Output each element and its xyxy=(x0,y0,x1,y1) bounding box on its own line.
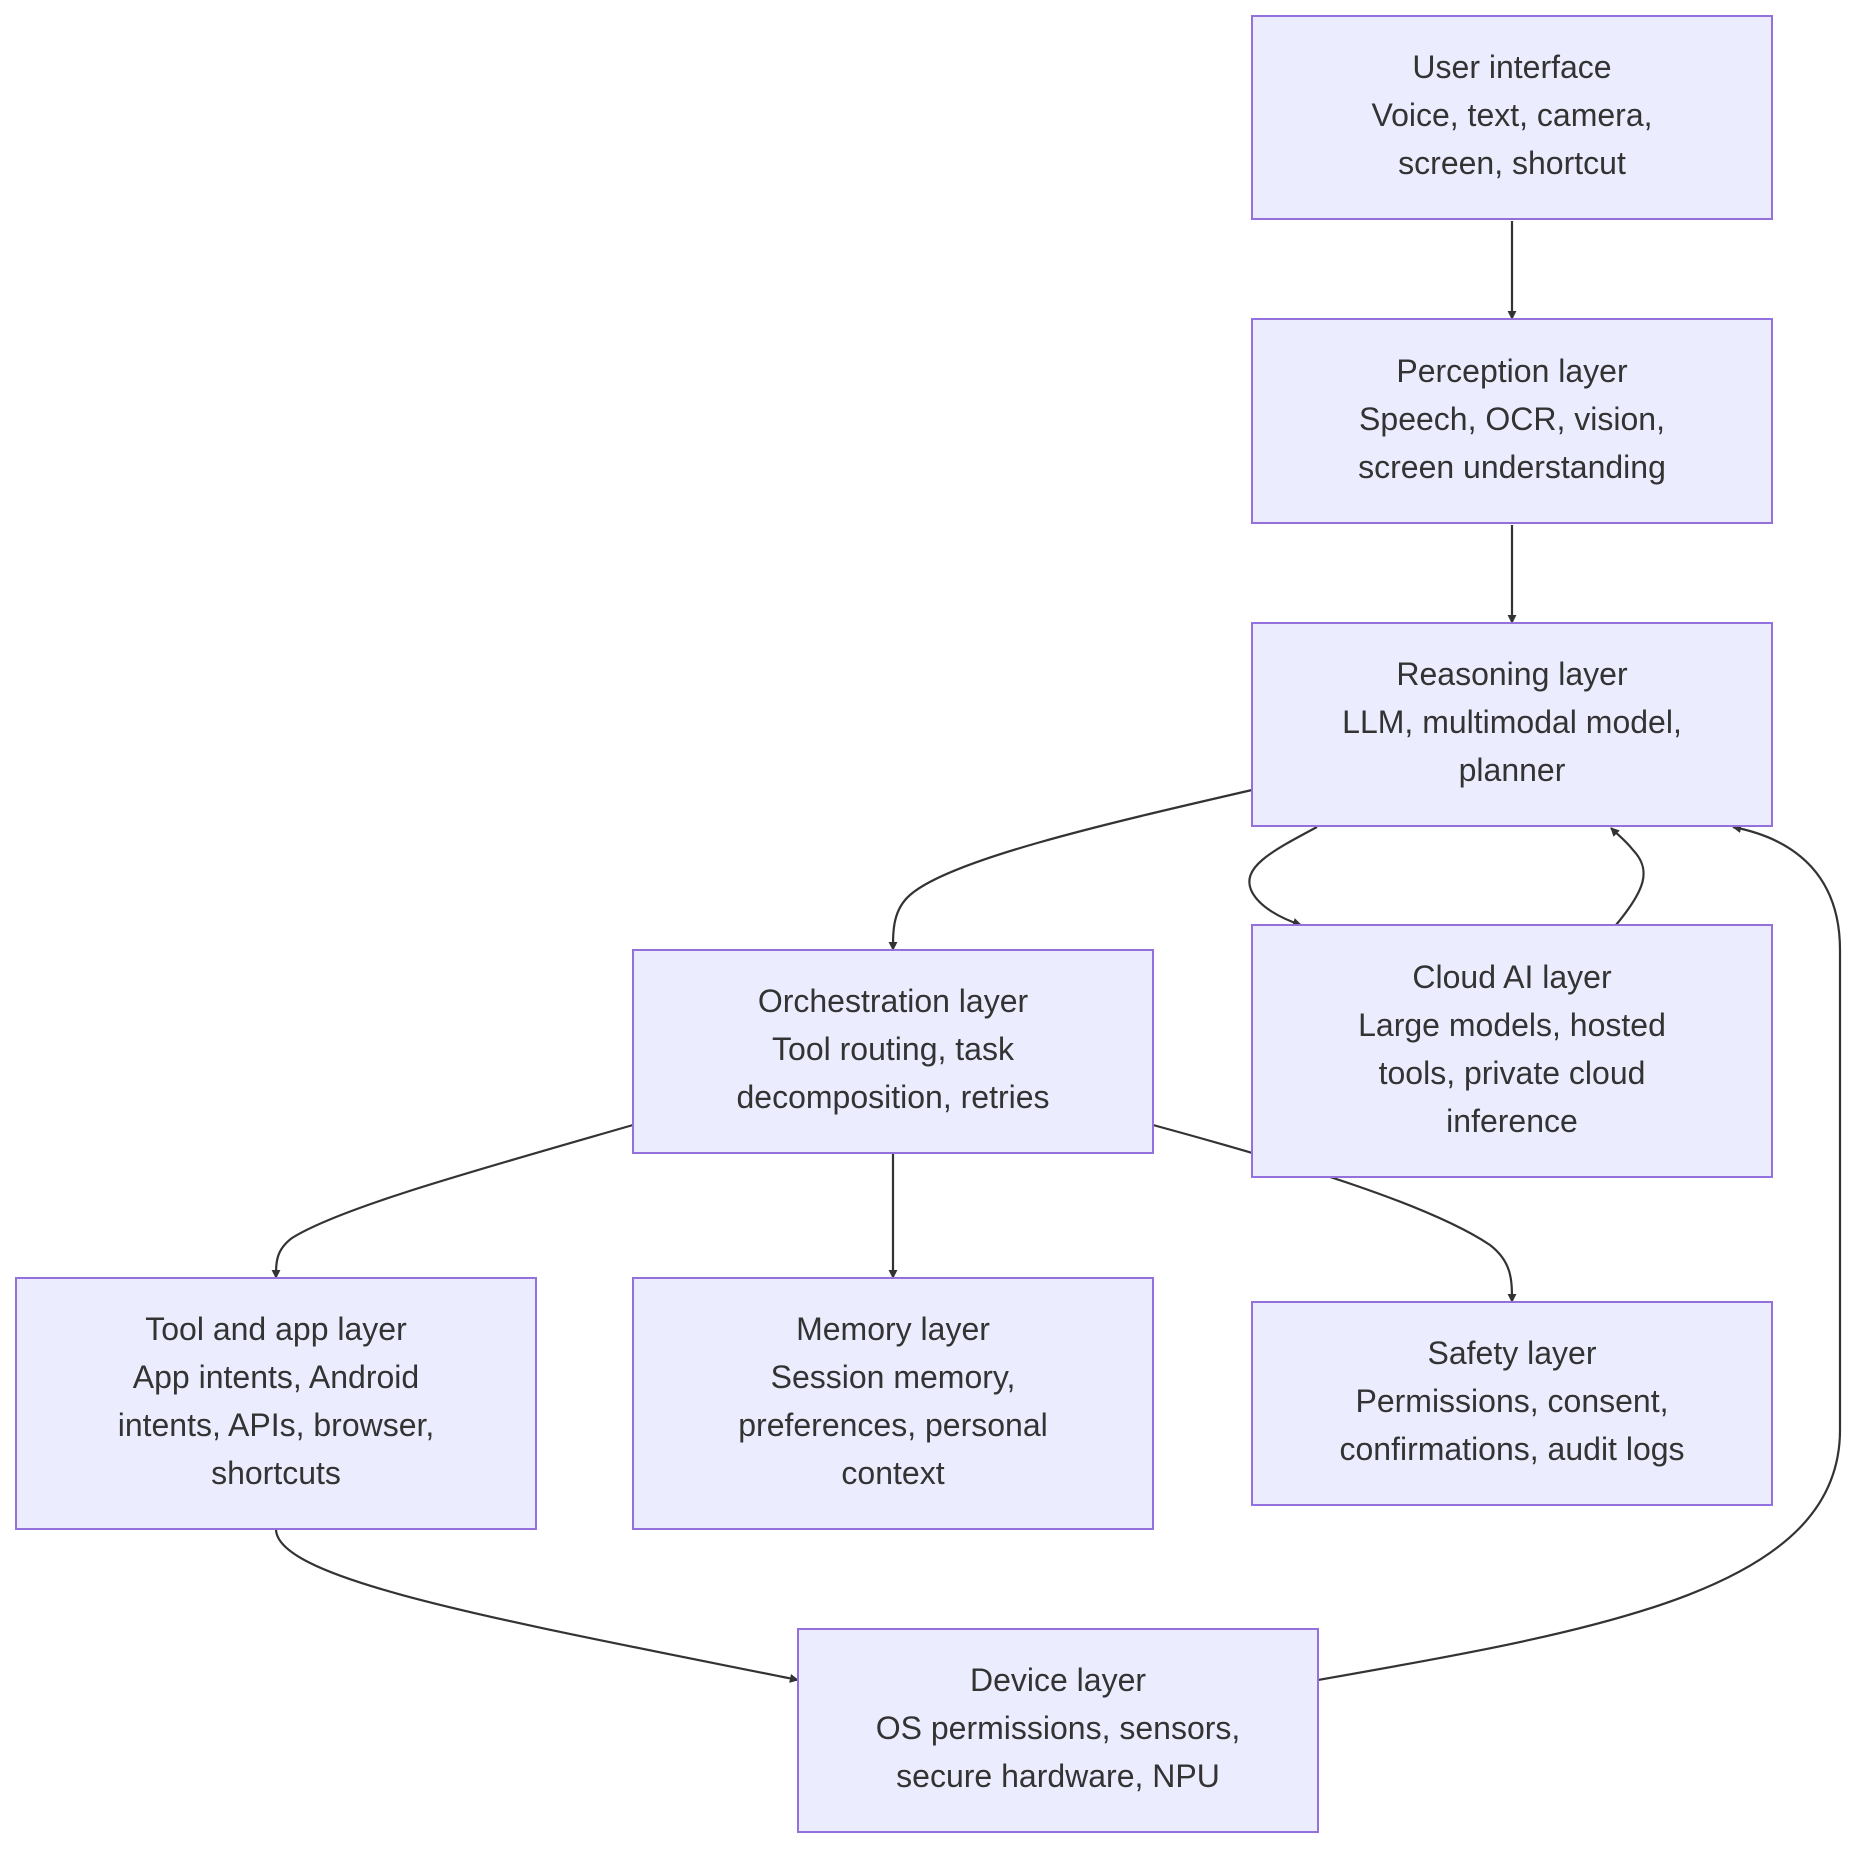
node-user-interface: User interface Voice, text, camera, scre… xyxy=(1251,15,1773,220)
node-detail: inference xyxy=(1446,1103,1578,1139)
edge-cloud-to-reasoning xyxy=(1610,827,1645,926)
node-detail: decomposition, retries xyxy=(736,1079,1049,1115)
node-detail: tools, private cloud xyxy=(1379,1055,1646,1091)
edge-reasoning-to-orchestration xyxy=(888,788,1253,951)
node-reasoning-layer: Reasoning layer LLM, multimodal model, p… xyxy=(1251,622,1773,827)
node-detail: intents, APIs, browser, xyxy=(118,1407,435,1443)
node-cloud-ai-layer: Cloud AI layer Large models, hosted tool… xyxy=(1251,924,1773,1178)
node-title: Cloud AI layer xyxy=(1412,959,1612,995)
node-tool-and-app-layer: Tool and app layer App intents, Android … xyxy=(15,1277,537,1530)
node-detail: screen, shortcut xyxy=(1398,145,1626,181)
node-detail: planner xyxy=(1459,752,1566,788)
node-detail: preferences, personal xyxy=(738,1407,1048,1443)
node-memory-layer: Memory layer Session memory, preferences… xyxy=(632,1277,1154,1530)
node-detail: confirmations, audit logs xyxy=(1339,1431,1684,1467)
node-title: Safety layer xyxy=(1428,1335,1597,1371)
node-title: Reasoning layer xyxy=(1396,656,1628,692)
node-detail: screen understanding xyxy=(1358,449,1666,485)
node-detail: shortcuts xyxy=(211,1455,341,1491)
edge-device-to-reasoning xyxy=(1317,824,1842,1682)
node-detail: Voice, text, camera, xyxy=(1371,97,1652,133)
node-detail: Speech, OCR, vision, xyxy=(1359,401,1665,437)
node-detail: Session memory, xyxy=(771,1359,1016,1395)
node-device-layer: Device layer OS permissions, sensors, se… xyxy=(797,1628,1319,1833)
node-title: Memory layer xyxy=(796,1311,990,1347)
edge-orchestration-to-tool xyxy=(271,1123,634,1279)
node-title: Orchestration layer xyxy=(758,983,1029,1019)
edge-orchestration-to-safety xyxy=(1152,1123,1517,1303)
edge-tool-to-device xyxy=(274,1528,799,1683)
node-detail: Tool routing, task xyxy=(772,1031,1015,1067)
node-perception-layer: Perception layer Speech, OCR, vision, sc… xyxy=(1251,318,1773,524)
edge-reasoning-to-cloud xyxy=(1248,826,1318,927)
node-detail: secure hardware, NPU xyxy=(896,1758,1220,1794)
node-title: Perception layer xyxy=(1396,353,1628,389)
node-detail: OS permissions, sensors, xyxy=(876,1710,1241,1746)
node-orchestration-layer: Orchestration layer Tool routing, task d… xyxy=(632,949,1154,1154)
node-title: Tool and app layer xyxy=(145,1311,407,1347)
node-detail: App intents, Android xyxy=(133,1359,419,1395)
edges xyxy=(271,221,1842,1683)
node-title: User interface xyxy=(1412,49,1611,85)
node-detail: LLM, multimodal model, xyxy=(1342,704,1682,740)
node-detail: Permissions, consent, xyxy=(1355,1383,1668,1419)
node-detail: context xyxy=(841,1455,944,1491)
node-safety-layer: Safety layer Permissions, consent, confi… xyxy=(1251,1301,1773,1506)
node-title: Device layer xyxy=(970,1662,1146,1698)
node-detail: Large models, hosted xyxy=(1358,1007,1666,1043)
